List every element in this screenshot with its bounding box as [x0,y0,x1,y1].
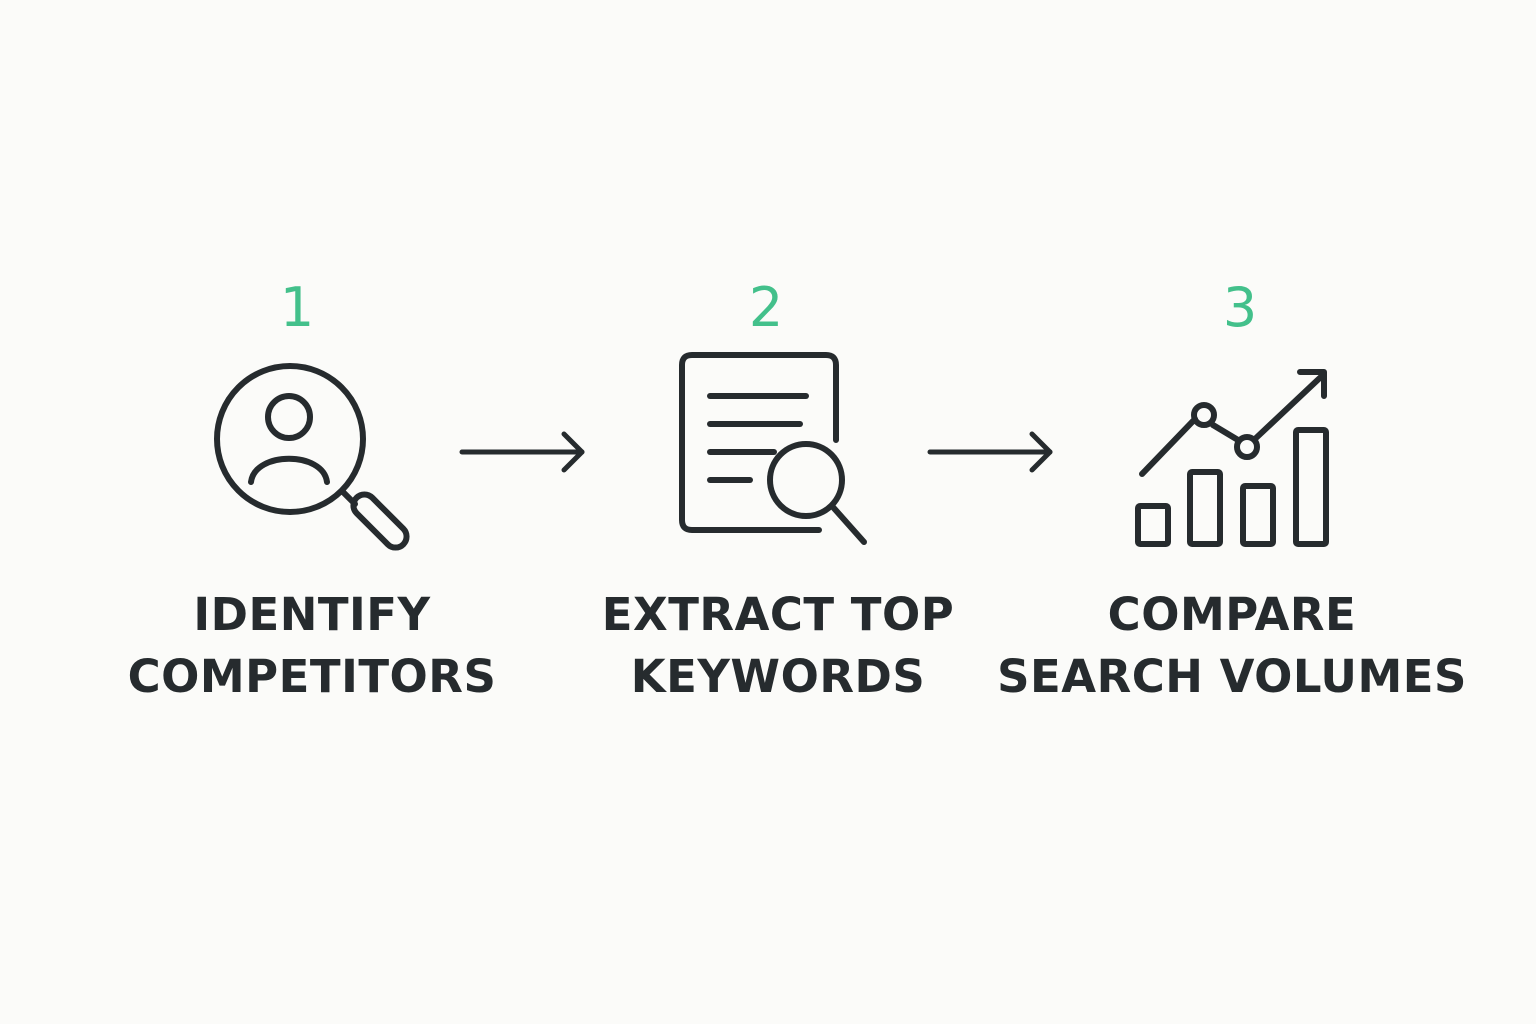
document-search-icon [674,350,879,555]
arrow-right-icon [926,426,1058,478]
step-3-label-line-1: COMPARE [1107,588,1357,641]
bar-chart-trend-icon [1130,362,1345,557]
step-2-label-line-2: KEYWORDS [630,650,926,703]
step-1-label-line-2: COMPETITORS [127,650,497,703]
step-1-label-line-1: IDENTIFY [193,588,431,641]
step-3-label-line-2: SEARCH VOLUMES [997,650,1467,703]
step-1-number: 1 [279,276,315,339]
step-3-label: COMPARE SEARCH VOLUMES [997,584,1467,708]
step-3-number: 3 [1222,276,1258,339]
step-2-label-line-1: EXTRACT TOP [601,588,955,641]
arrow-right-icon [458,426,590,478]
step-2-number: 2 [748,276,784,339]
step-2-label: EXTRACT TOP KEYWORDS [543,584,1013,708]
step-1-label: IDENTIFY COMPETITORS [77,584,547,708]
competitor-search-icon [205,354,410,559]
